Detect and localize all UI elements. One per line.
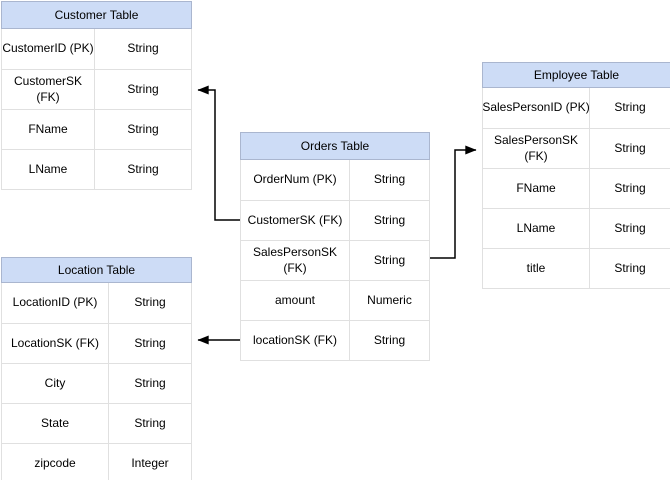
field-name-cell: CustomerSK (FK) [2,70,95,109]
field-type-cell: String [127,121,159,136]
field-type-cell: String [127,81,159,96]
field-type-cell: String [614,220,646,235]
table-row[interactable]: State String [2,403,191,443]
orders-table-title[interactable]: Orders Table [240,132,430,160]
table-row[interactable]: LocationSK (FK) String [2,323,191,363]
field-type-cell: String [127,161,159,176]
field-name-cell: State [2,404,109,443]
table-row[interactable]: locationSK (FK) String [241,320,429,360]
field-name-cell: zipcode [2,444,109,480]
table-row[interactable]: LocationID (PK) String [2,283,191,323]
field-name-cell: FName [483,169,590,208]
field-name-cell: SalesPersonSK (FK) [241,241,350,280]
field-type-cell: Numeric [367,292,412,307]
table-row[interactable]: LName String [483,208,670,248]
table-row[interactable]: FName String [483,168,670,208]
employee-table-title[interactable]: Employee Table [482,62,670,88]
field-name-cell: amount [241,281,350,320]
field-type-cell: String [614,180,646,195]
table-row[interactable]: zipcode Integer [2,443,191,480]
field-name-cell: SalesPersonID (PK) [482,88,590,128]
field-name-cell: CustomerSK (FK) [241,201,350,240]
field-name-cell: City [2,364,109,403]
field-type-cell: String [134,375,166,390]
field-name-cell: LocationSK (FK) [2,324,109,363]
field-type-cell: String [614,100,646,115]
field-name-cell: SalesPersonSK (FK) [483,129,590,168]
field-name-cell: LName [2,150,95,189]
location-table-title[interactable]: Location Table [1,257,192,283]
table-row[interactable]: CustomerSK (FK) String [241,200,429,240]
field-name-cell: FName [2,110,95,149]
field-type-cell: String [614,260,646,275]
field-name-cell: LocationID (PK) [2,283,109,323]
table-row[interactable]: CustomerSK (FK) String [2,69,191,109]
table-row[interactable]: SalesPersonSK (FK) String [483,128,670,168]
field-type-cell: String [134,415,166,430]
table-row[interactable]: title String [483,248,670,288]
table-row[interactable]: City String [2,363,191,403]
connector-orders-to-customer[interactable] [197,85,240,221]
field-type-cell: String [134,295,166,310]
field-name-cell: OrderNum (PK) [241,160,350,200]
field-name-cell: LName [483,209,590,248]
table-row[interactable]: SalesPersonID (PK) String [482,88,670,128]
field-type-cell: Integer [131,455,169,470]
field-name-cell: locationSK (FK) [241,321,350,360]
table-row[interactable]: LName String [2,149,191,189]
customer-table-title[interactable]: Customer Table [1,1,192,29]
field-type-cell: String [373,252,406,267]
field-name-cell: CustomerID (PK) [2,29,95,69]
field-type-cell: String [373,172,406,187]
field-name-cell: title [483,249,590,288]
table-row[interactable]: FName String [2,109,191,149]
table-row[interactable]: OrderNum (PK) String [241,160,429,200]
field-type-cell: String [614,140,646,155]
connector-orders-to-employee[interactable] [430,145,477,259]
table-row[interactable]: SalesPersonSK (FK) String [241,240,429,280]
field-type-cell: String [373,212,406,227]
field-type-cell: String [127,41,159,56]
table-row[interactable]: amount Numeric [241,280,429,320]
table-row[interactable]: CustomerID (PK) String [2,29,191,69]
field-type-cell: String [373,332,406,347]
field-type-cell: String [134,335,166,350]
